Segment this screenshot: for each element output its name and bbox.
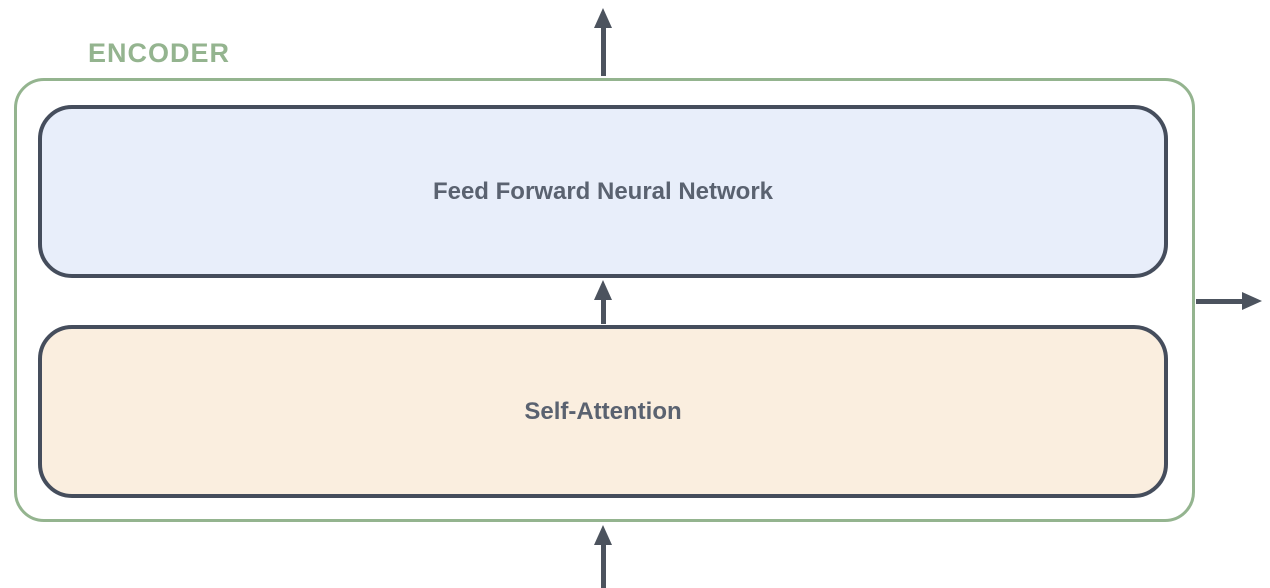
- arrow-up-shaft: [600, 300, 606, 324]
- arrow-right-shaft: [1196, 298, 1242, 304]
- arrow-right-head: [1242, 292, 1262, 310]
- feed-forward-block-label: Feed Forward Neural Network: [432, 177, 774, 205]
- arrow-up-icon: [594, 8, 612, 76]
- self-attention-block-label: Self-Attention: [524, 397, 682, 425]
- arrow-up-shaft: [600, 545, 606, 588]
- arrow-up-icon: [594, 280, 612, 324]
- arrow-up-shaft: [600, 28, 606, 76]
- self-attention-block: Self-Attention: [38, 325, 1168, 498]
- arrow-up-head: [594, 280, 612, 300]
- encoder-label: ENCODER: [88, 38, 231, 68]
- arrow-up-head: [594, 525, 612, 545]
- arrow-up-head: [594, 8, 612, 28]
- arrow-up-icon: [594, 525, 612, 588]
- arrow-right-icon: [1196, 292, 1262, 310]
- feed-forward-block: Feed Forward Neural Network: [38, 105, 1168, 278]
